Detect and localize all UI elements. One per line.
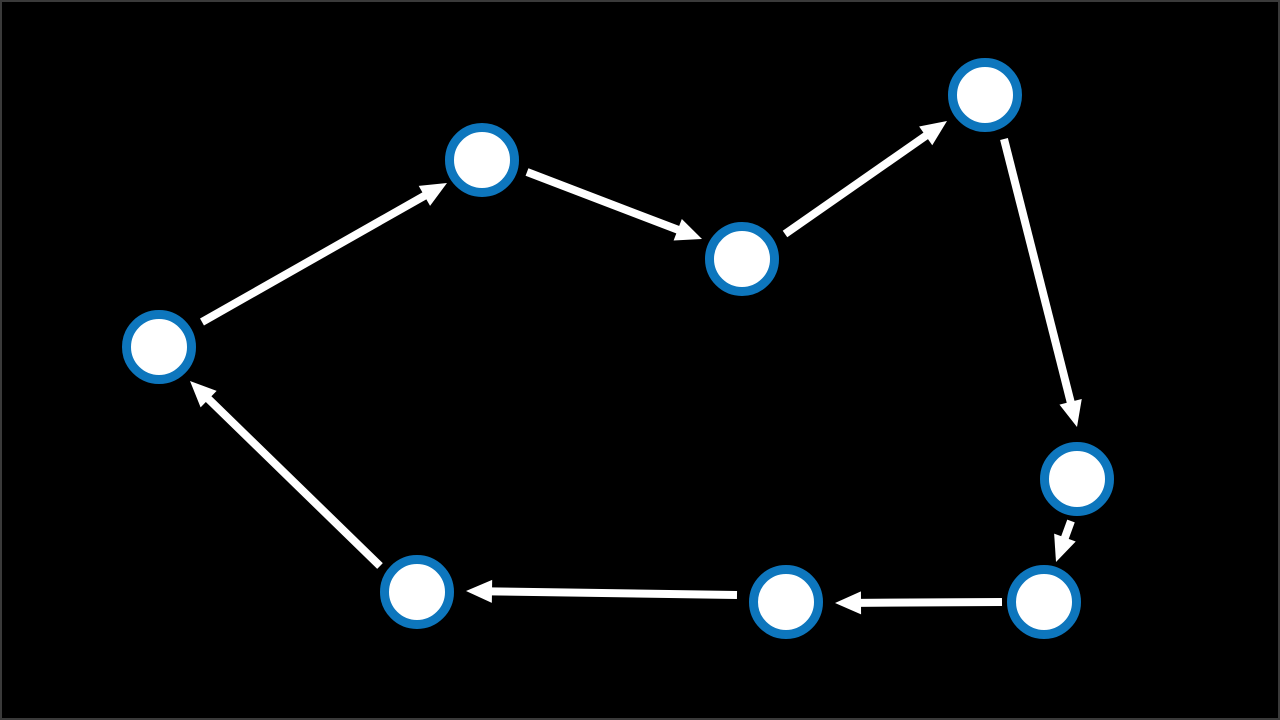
arrowhead-icon bbox=[673, 218, 702, 241]
node-left bbox=[122, 310, 196, 384]
arrowhead-icon bbox=[1054, 533, 1076, 562]
edge-shaft bbox=[525, 168, 682, 235]
edge-shaft bbox=[858, 598, 1003, 607]
node-top-right bbox=[948, 58, 1022, 132]
edge-node-left-to-node-upper-left bbox=[200, 183, 447, 326]
edge-shaft bbox=[1000, 138, 1075, 405]
arrowhead-icon bbox=[1059, 398, 1082, 427]
edge-shaft bbox=[489, 587, 738, 599]
edge-shaft bbox=[782, 131, 930, 238]
edge-shaft bbox=[1060, 519, 1075, 541]
node-middle bbox=[705, 222, 779, 296]
arrowhead-icon bbox=[835, 591, 862, 615]
arrowhead-icon bbox=[919, 121, 947, 146]
edge-node-bottom-left-to-node-left bbox=[190, 381, 383, 569]
node-bottom-right bbox=[1007, 565, 1081, 639]
edge-shaft bbox=[204, 394, 383, 569]
edge-node-middle-to-node-top-right bbox=[782, 121, 947, 238]
node-right bbox=[1040, 442, 1114, 516]
node-bottom-middle bbox=[749, 565, 823, 639]
node-bottom-left bbox=[380, 555, 454, 629]
arrowhead-icon bbox=[190, 381, 217, 408]
edge-node-bottom-middle-to-node-bottom-left bbox=[466, 579, 738, 603]
edge-node-right-to-node-bottom-right bbox=[1054, 519, 1076, 562]
arrowhead-icon bbox=[466, 579, 493, 603]
edge-node-top-right-to-node-right bbox=[1000, 138, 1082, 427]
node-upper-left bbox=[445, 123, 519, 197]
edge-node-bottom-right-to-node-bottom-middle bbox=[835, 591, 1003, 615]
edge-shaft bbox=[200, 191, 429, 326]
arrowhead-icon bbox=[418, 183, 447, 206]
edge-node-upper-left-to-node-middle bbox=[525, 168, 702, 241]
